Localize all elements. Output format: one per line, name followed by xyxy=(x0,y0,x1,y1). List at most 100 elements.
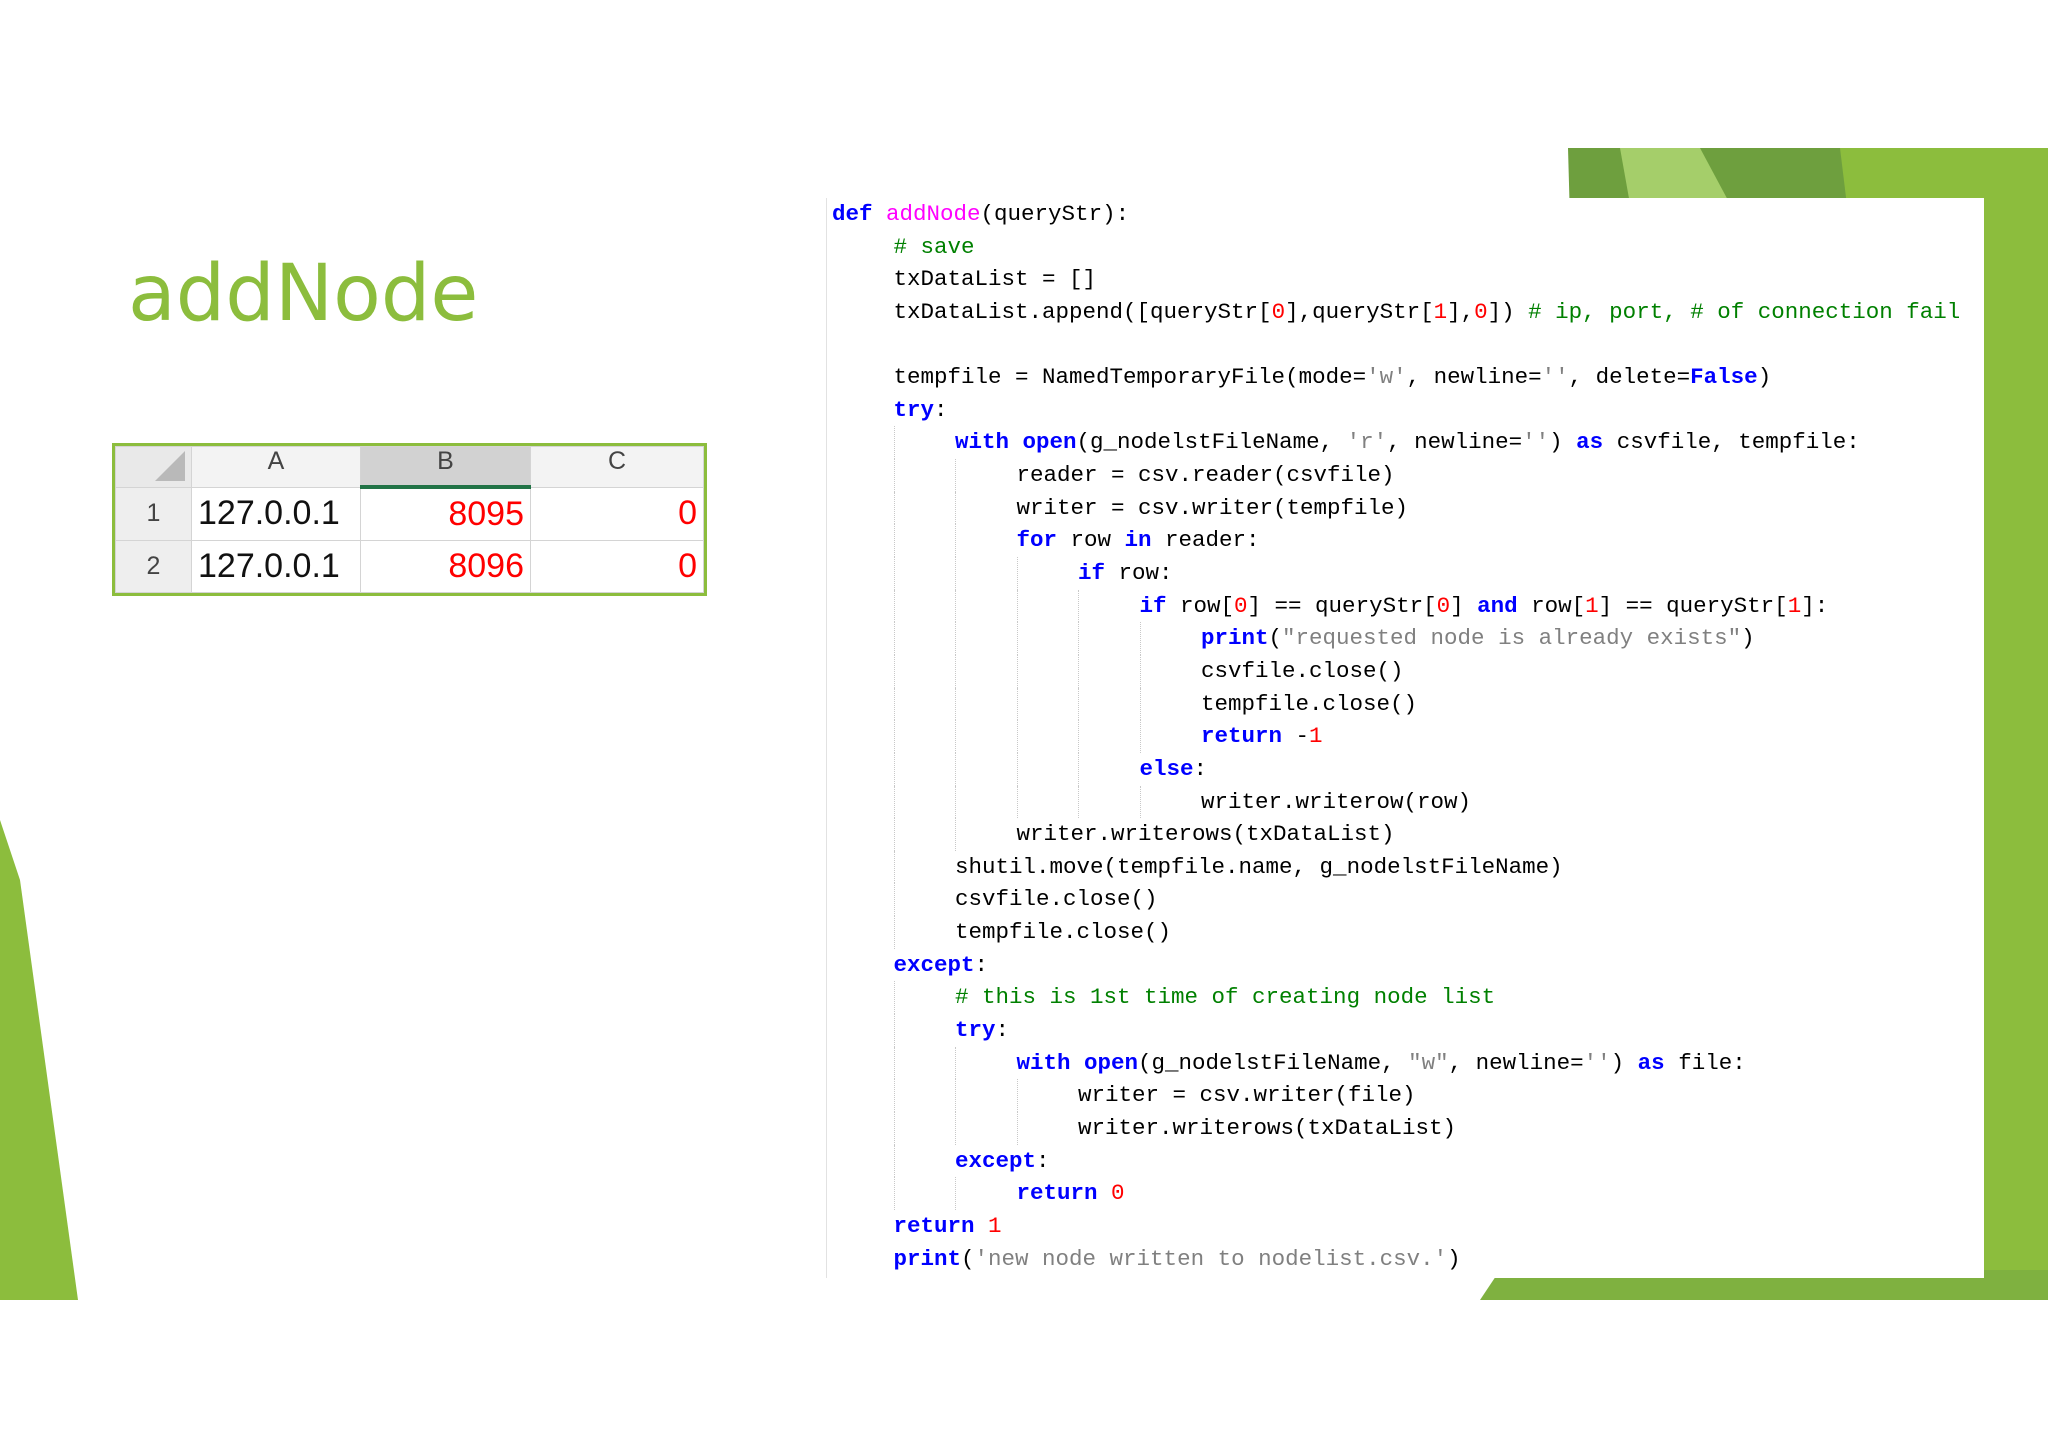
code-line: return 0 xyxy=(826,1177,1984,1210)
code-line: return 1 xyxy=(826,1210,1984,1243)
code-text: return 0 xyxy=(1016,1180,1125,1207)
indent-guide xyxy=(1078,687,1079,721)
indent-guide xyxy=(955,818,956,851)
indent-guide xyxy=(1139,622,1141,655)
code-text: print('new node written to nodelist.csv.… xyxy=(893,1245,1461,1272)
indent-guide xyxy=(955,785,956,819)
code-line: txDataList = [] xyxy=(826,263,1984,296)
cell-fail-count[interactable]: 0 xyxy=(530,486,704,542)
code-text: try: xyxy=(955,1017,1010,1044)
code-text: print("requested node is already exists"… xyxy=(1201,625,1755,652)
cell-fail-count[interactable]: 0 xyxy=(530,540,704,593)
code-line: except: xyxy=(826,949,1984,982)
row-header[interactable]: 1 xyxy=(115,486,192,542)
code-text: return 1 xyxy=(893,1212,1002,1239)
indent-guide xyxy=(1016,687,1018,721)
code-line: print('new node written to nodelist.csv.… xyxy=(826,1243,1984,1276)
indent-guide xyxy=(1016,654,1018,688)
spreadsheet-grid: A B C 1 127.0.0.1 8095 0 2 127.0.0.1 809… xyxy=(115,446,704,593)
indent-guide xyxy=(955,1079,956,1112)
code-line: with open(g_nodelstFileName, "w", newlin… xyxy=(826,1046,1984,1080)
indent-guide xyxy=(893,1046,895,1080)
code-text: if row[0] == queryStr[0] and row[1] == q… xyxy=(1139,592,1829,619)
row-header[interactable]: 2 xyxy=(115,540,192,593)
indent-guide xyxy=(893,818,895,851)
indent-guide xyxy=(1078,785,1079,819)
code-text: # this is 1st time of creating node list xyxy=(955,984,1496,1011)
indent-guide xyxy=(1016,720,1018,753)
code-line: if row[0] == queryStr[0] and row[1] == q… xyxy=(826,589,1984,623)
indent-guide xyxy=(955,752,956,786)
indent-guide xyxy=(893,1111,895,1145)
code-text: txDataList.append([queryStr[0],queryStr[… xyxy=(893,298,1961,325)
indent-guide xyxy=(893,426,895,460)
code-line: writer.writerows(txDataList) xyxy=(826,818,1984,851)
indent-guide xyxy=(893,687,895,721)
code-line: # save xyxy=(826,231,1984,264)
code-text: reader = csv.reader(csvfile) xyxy=(1016,462,1395,489)
code-text: return -1 xyxy=(1201,723,1323,750)
indent-guide xyxy=(893,557,895,590)
indent-guide xyxy=(1139,654,1141,688)
indent-guide xyxy=(1078,752,1079,786)
indent-guide xyxy=(1016,557,1018,590)
indent-guide xyxy=(893,1144,895,1178)
code-text: writer.writerow(row) xyxy=(1201,788,1472,815)
code-text: tempfile.close() xyxy=(1201,690,1418,717)
cell-ip[interactable]: 127.0.0.1 xyxy=(191,486,361,542)
spreadsheet-excerpt: A B C 1 127.0.0.1 8095 0 2 127.0.0.1 809… xyxy=(112,443,707,596)
indent-guide xyxy=(1078,654,1079,688)
code-line: else: xyxy=(826,752,1984,786)
column-header-a[interactable]: A xyxy=(191,446,361,488)
indent-guide xyxy=(893,720,895,753)
column-header-c[interactable]: C xyxy=(530,446,704,488)
code-line: csvfile.close() xyxy=(826,654,1984,688)
table-row: 1 127.0.0.1 8095 0 xyxy=(115,486,704,542)
code-line: def addNode(queryStr): xyxy=(826,198,1984,231)
indent-guide xyxy=(1078,720,1079,753)
indent-guide xyxy=(893,981,895,1015)
code-line: writer.writerows(txDataList) xyxy=(826,1111,1984,1145)
indent-guide xyxy=(893,622,895,655)
code-line: return -1 xyxy=(826,720,1984,753)
code-line: except: xyxy=(826,1144,1984,1178)
indent-guide xyxy=(893,1177,895,1210)
indent-guide xyxy=(955,557,956,590)
indent-guide xyxy=(893,1014,895,1047)
code-text: def addNode(queryStr): xyxy=(832,201,1130,227)
code-line: writer.writerow(row) xyxy=(826,785,1984,819)
indent-guide xyxy=(1139,687,1141,721)
indent-guide xyxy=(1139,785,1141,819)
table-row: 2 127.0.0.1 8096 0 xyxy=(115,540,704,593)
code-line: try: xyxy=(826,1014,1984,1047)
indent-guide xyxy=(893,459,895,492)
code-line: # this is 1st time of creating node list xyxy=(826,981,1984,1015)
select-all-corner[interactable] xyxy=(115,446,192,488)
cell-port[interactable]: 8096 xyxy=(360,540,531,593)
accent-shape-left xyxy=(0,820,78,1300)
indent-guide xyxy=(955,1177,956,1210)
code-text: writer.writerows(txDataList) xyxy=(1016,821,1395,848)
code-line: print("requested node is already exists"… xyxy=(826,622,1984,655)
code-line: writer = csv.writer(tempfile) xyxy=(826,491,1984,525)
code-line xyxy=(826,329,1984,362)
indent-guide xyxy=(893,916,895,949)
indent-guide xyxy=(955,589,956,623)
indent-guide xyxy=(955,1046,956,1080)
column-header-b[interactable]: B xyxy=(360,446,531,490)
code-text: with open(g_nodelstFileName, 'r', newlin… xyxy=(955,429,1860,456)
code-text: writer = csv.writer(tempfile) xyxy=(1016,494,1409,521)
indent-guide xyxy=(1016,1079,1018,1112)
cell-ip[interactable]: 127.0.0.1 xyxy=(191,540,361,593)
indent-guide xyxy=(955,622,956,655)
indent-guide xyxy=(955,491,956,525)
indent-guide xyxy=(1016,1111,1018,1145)
code-text: else: xyxy=(1139,755,1208,782)
code-text: csvfile.close() xyxy=(955,886,1158,913)
code-text: if row: xyxy=(1078,560,1173,587)
code-text: txDataList = [] xyxy=(893,266,1097,293)
indent-guide xyxy=(1139,720,1141,753)
cell-port[interactable]: 8095 xyxy=(360,486,531,542)
